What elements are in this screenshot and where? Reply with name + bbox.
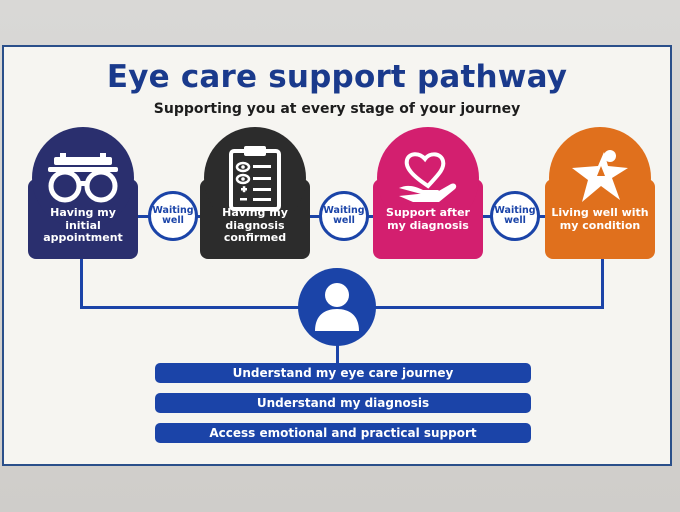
stage-living-well: Living well with my condition bbox=[545, 127, 655, 259]
star-person-icon bbox=[572, 150, 628, 202]
person-icon bbox=[315, 283, 359, 331]
action-understand-diagnosis: Understand my diagnosis bbox=[155, 393, 531, 413]
waiting-well-badge: Waiting well bbox=[319, 191, 369, 241]
clipboard-icon bbox=[229, 146, 281, 211]
stage-support-after-diagnosis: Support after my diagnosis bbox=[373, 127, 483, 259]
action-emotional-support: Access emotional and practical support bbox=[155, 423, 531, 443]
stage-diagnosis-confirmed: Having my diagnosis confirmed bbox=[200, 127, 310, 259]
stage-icon-circle bbox=[204, 127, 306, 229]
left-bracket-horizontal bbox=[80, 306, 300, 309]
stage-icon-circle bbox=[32, 127, 134, 229]
page-title: Eye care support pathway bbox=[106, 59, 568, 95]
stage-label: Having my diagnosis confirmed bbox=[222, 206, 288, 244]
left-bracket-vertical bbox=[80, 259, 83, 309]
glasses-icon bbox=[48, 153, 118, 203]
stage-label: Living well with my condition bbox=[551, 206, 649, 232]
stage-initial-appointment: Having my initial appointment bbox=[28, 127, 138, 259]
person-circle bbox=[298, 268, 376, 346]
center-stem bbox=[336, 345, 339, 367]
slide: Eye care support pathway Supporting you … bbox=[2, 45, 672, 466]
heart-hand-icon bbox=[399, 152, 457, 202]
right-bracket-horizontal bbox=[374, 306, 604, 309]
action-understand-journey: Understand my eye care journey bbox=[155, 363, 531, 383]
stage-label: Support after my diagnosis bbox=[386, 206, 470, 232]
stage-icon-circle bbox=[549, 127, 651, 229]
page-subtitle: Supporting you at every stage of your jo… bbox=[153, 101, 521, 117]
stage-icon-circle bbox=[377, 127, 479, 229]
waiting-well-badge: Waiting well bbox=[148, 191, 198, 241]
right-bracket-vertical bbox=[601, 259, 604, 309]
stage-label: Having my initial appointment bbox=[43, 206, 123, 244]
waiting-well-badge: Waiting well bbox=[490, 191, 540, 241]
